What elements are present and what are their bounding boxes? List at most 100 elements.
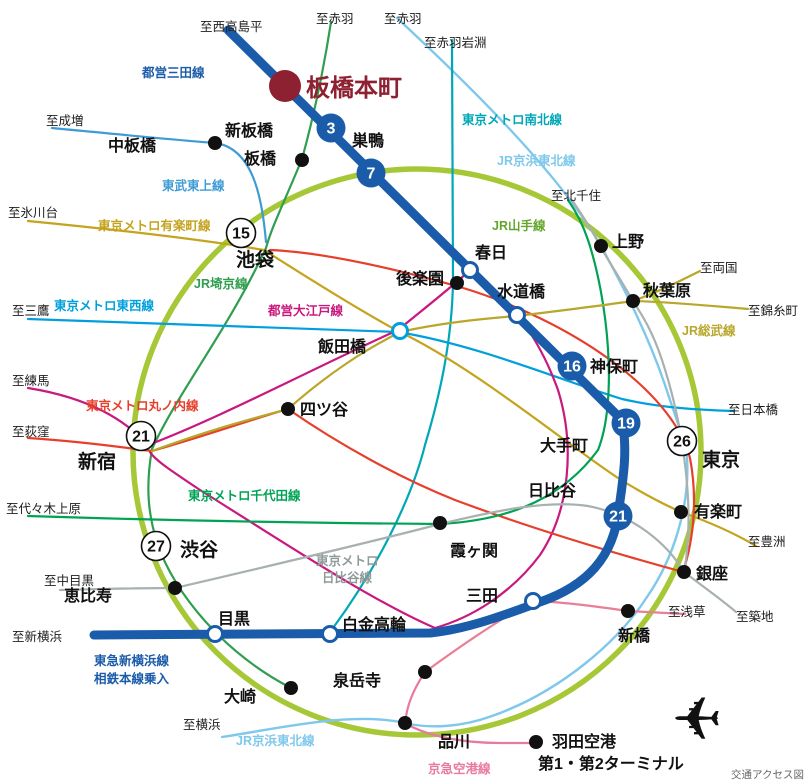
airplane-icon: ✈ bbox=[672, 686, 722, 753]
station-dot-ebisu bbox=[168, 581, 182, 595]
line-label-metro-namboku: 東京メトロ南北線 bbox=[462, 112, 563, 127]
line-label-metro-chiyoda: 東京メトロ千代田線 bbox=[188, 488, 301, 503]
station-label-yurakucho: 有楽町 bbox=[694, 502, 742, 521]
badge-value: 19 bbox=[617, 416, 635, 433]
asakusa-line-path bbox=[423, 599, 687, 674]
station-labels: 板橋本町 新板橋 巣鴨 中板橋 板橋 池袋 春日 上野 後楽園 水道橋 秋葉原 … bbox=[64, 75, 742, 773]
interchange-circle-shirokane-takanawa bbox=[321, 625, 339, 643]
direction-label-yoyogi-uehara: 至代々木上原 bbox=[6, 502, 81, 516]
direction-label-hikawadai: 至氷川台 bbox=[8, 205, 58, 220]
line-label-jr-keihin-tohoku-south: JR京浜東北線 bbox=[236, 733, 315, 748]
direction-label-mitaka: 至三鷹 bbox=[12, 303, 50, 318]
direction-label-narimasu: 至成増 bbox=[46, 114, 84, 128]
time-badge-tokyo: 26 bbox=[666, 425, 698, 457]
badge-value: 26 bbox=[673, 434, 691, 451]
direction-label-ogikubo: 至荻窪 bbox=[12, 424, 50, 439]
station-dot-itabashi bbox=[295, 153, 309, 167]
direction-label-kita-senju: 至北千住 bbox=[551, 189, 602, 203]
station-label-kasuga: 春日 bbox=[474, 243, 507, 262]
station-label-haneda-airport: 羽田空港 bbox=[552, 732, 617, 751]
badge-value: 27 bbox=[147, 539, 165, 556]
direction-label-toyosu: 至豊洲 bbox=[748, 535, 786, 549]
footer-note: 交通アクセス図 bbox=[731, 768, 804, 781]
line-label-jr-saikyo: JR埼京線 bbox=[194, 276, 248, 291]
line-label-tokyu-shin-yokohama: 東急新横浜線 bbox=[94, 653, 170, 668]
time-badge-shinjuku: 21 bbox=[125, 420, 157, 452]
station-dot-kasumigaseki bbox=[433, 516, 447, 530]
interchange-circle-suidobashi bbox=[508, 306, 526, 324]
badge-circle bbox=[316, 113, 346, 143]
station-label-yotsuya: 四ツ谷 bbox=[300, 401, 349, 419]
station-label-iidabashi: 飯田橋 bbox=[317, 337, 367, 356]
station-dot-osaki bbox=[284, 681, 298, 695]
line-label-metro-hibiya-row1: 東京メトロ bbox=[316, 553, 379, 568]
badge-circle bbox=[666, 425, 698, 457]
station-dot-akihabara bbox=[626, 294, 640, 308]
station-label-ebisu: 恵比寿 bbox=[64, 586, 112, 605]
station-label-ikebukuro: 池袋 bbox=[236, 248, 275, 271]
station-dot-ginza bbox=[677, 565, 691, 579]
time-badge-sugamo: 7 bbox=[356, 158, 386, 188]
station-label-akihabara: 秋葉原 bbox=[643, 281, 691, 300]
station-dot-yotsuya bbox=[281, 402, 295, 416]
oedo-line-path bbox=[26, 270, 569, 630]
badge-circle bbox=[125, 420, 157, 452]
time-badge-hibiya: 21 bbox=[603, 501, 633, 531]
station-label-shirokane-takanawa: 白金高輪 bbox=[342, 615, 407, 634]
time-badge-otemachi: 19 bbox=[611, 408, 641, 438]
direction-label-kinshicho: 至錦糸町 bbox=[748, 303, 798, 318]
tozai-line-path bbox=[26, 317, 736, 413]
line-label-jr-sobu: JR総武線 bbox=[682, 323, 736, 338]
station-label-mita: 三田 bbox=[466, 587, 498, 605]
line-label-jr-keihin-tohoku-north: JR京浜東北線 bbox=[497, 153, 576, 168]
station-label-korakuen: 後楽園 bbox=[396, 269, 444, 288]
line-label-tobu-tojo: 東武東上線 bbox=[162, 178, 225, 193]
time-badges: 3 7 16 19 21 15 21 26 bbox=[125, 113, 698, 562]
station-label-naka-itabashi: 中板橋 bbox=[108, 136, 157, 155]
line-label-sotetsu-through: 相鉄本線乗入 bbox=[94, 671, 170, 686]
interchange-circle-kasuga bbox=[461, 261, 479, 279]
station-dot-korakuen bbox=[450, 276, 464, 290]
hibiya-line-path bbox=[58, 198, 690, 592]
namboku-line-path bbox=[331, 38, 455, 630]
station-label-sugamo: 巣鴨 bbox=[351, 131, 384, 150]
station-label-shin-itabashi: 新板橋 bbox=[225, 121, 274, 140]
station-dot-shimbashi bbox=[621, 604, 635, 618]
mita-line-path bbox=[89, 25, 630, 640]
station-dot-shinagawa bbox=[398, 716, 412, 730]
station-dot-ueno bbox=[594, 239, 608, 253]
badge-value: 21 bbox=[132, 429, 150, 446]
station-label-hibiya: 日比谷 bbox=[528, 482, 577, 500]
station-label-shinagawa: 品川 bbox=[438, 733, 470, 751]
badge-circle bbox=[603, 501, 633, 531]
direction-label-ryogoku: 至両国 bbox=[700, 261, 738, 275]
station-label-haneda-terminals: 第1・第2ターミナル bbox=[538, 754, 684, 773]
direction-label-tsukiji: 至築地 bbox=[736, 609, 774, 624]
station-label-shinjuku: 新宿 bbox=[78, 450, 116, 473]
station-label-ueno: 上野 bbox=[612, 233, 644, 251]
rail-lines bbox=[26, 16, 758, 745]
interchange-circle-meguro bbox=[206, 625, 224, 643]
station-label-shibuya: 渋谷 bbox=[180, 538, 219, 561]
station-label-tokyo: 東京 bbox=[702, 448, 740, 471]
badge-circle bbox=[225, 217, 257, 249]
station-label-suidobashi: 水道橋 bbox=[497, 282, 546, 301]
sobu-kinshicho-branch-path bbox=[631, 299, 750, 311]
chiyoda-line-path bbox=[26, 198, 610, 526]
line-label-toei-mita: 都営三田線 bbox=[141, 65, 205, 80]
direction-label-yokohama: 至横浜 bbox=[183, 718, 221, 732]
direction-label-nerima: 至練馬 bbox=[12, 373, 50, 388]
station-dot-haneda bbox=[529, 735, 543, 749]
line-label-jr-yamanote: JR山手線 bbox=[492, 218, 546, 233]
time-badge-jimbocho: 16 bbox=[557, 351, 587, 381]
line-label-keikyu-airport: 京急空港線 bbox=[428, 761, 491, 776]
station-dot-sengakuji bbox=[418, 665, 432, 679]
station-dot-naka-itabashi bbox=[208, 136, 222, 150]
station-label-jimbocho: 神保町 bbox=[590, 357, 638, 376]
direction-label-akabane-b: 至赤羽 bbox=[384, 12, 422, 26]
station-markers bbox=[168, 70, 691, 749]
station-label-shimbashi: 新橋 bbox=[618, 626, 651, 645]
badge-circle bbox=[140, 530, 172, 562]
interchange-circle-mita bbox=[524, 592, 542, 610]
